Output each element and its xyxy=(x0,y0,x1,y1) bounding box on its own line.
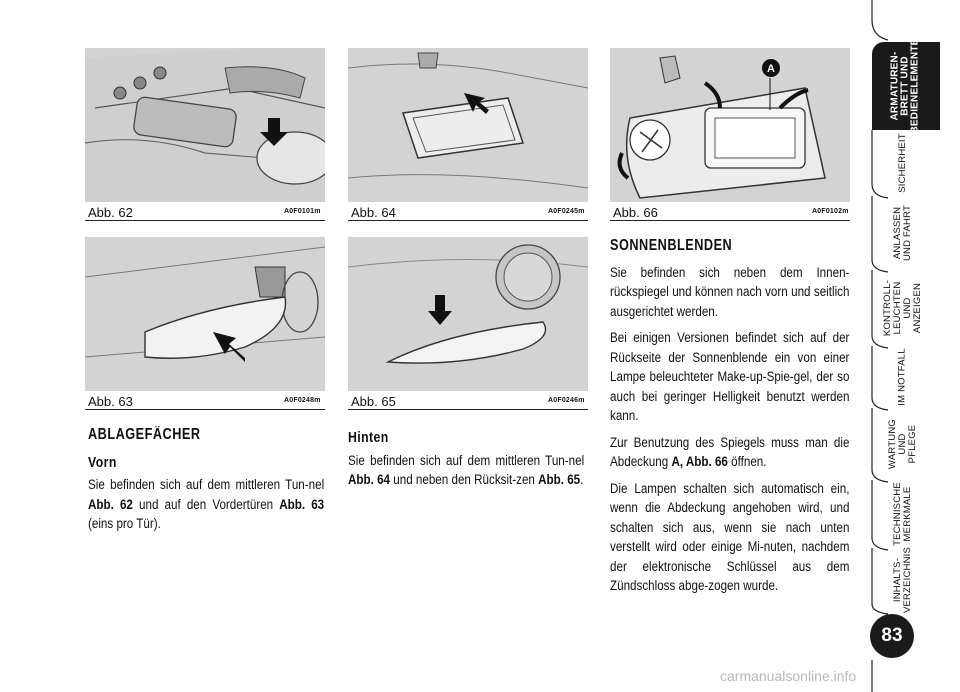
tab-label: KONTROLL- LEUCHTEN UND ANZEIGEN xyxy=(882,279,923,337)
figure-63-code: A0F0248m xyxy=(284,397,321,404)
tab-anlassen[interactable]: ANLASSEN UND FAHRT xyxy=(872,196,934,270)
text-run: (eins pro Tür). xyxy=(88,516,161,532)
paragraph-4: Die Lampen schalten sich automatisch ein… xyxy=(610,480,850,595)
figure-66-code: A0F0102m xyxy=(812,208,849,215)
section-heading-sonnenblenden: SONNENBLENDEN xyxy=(610,237,733,254)
subheading-hinten: Hinten xyxy=(348,429,389,446)
text-run: . xyxy=(580,472,584,488)
column-1-text: ABLAGEFÄCHER Vorn Sie befinden sich auf … xyxy=(88,425,324,542)
tab-inhaltsverzeichnis[interactable]: INHALTS- VERZEICHNIS xyxy=(872,546,934,614)
figure-63-image xyxy=(85,237,325,391)
tab-label: TECHNISCHE MERKMALE xyxy=(892,482,914,546)
figure-reference: Abb. 65 xyxy=(538,472,581,488)
tab-kontrollleuchten[interactable]: KONTROLL- LEUCHTEN UND ANZEIGEN xyxy=(872,270,934,346)
tab-label: ARMATUREN- BRETT UND BEDIENELEMENTE xyxy=(890,38,922,134)
figure-66-marker: A xyxy=(767,63,775,75)
text-run: öffnen. xyxy=(727,454,767,470)
figure-66-rule xyxy=(610,220,850,221)
text-run: und auf den Vordertüren xyxy=(132,496,280,513)
figure-65-rule xyxy=(348,409,588,410)
figure-63-label: Abb. 63 xyxy=(88,394,133,409)
tab-technische-merkmale[interactable]: TECHNISCHE MERKMALE xyxy=(872,480,934,548)
tab-label: SICHERHEIT xyxy=(896,133,908,193)
subheading-vorn: Vorn xyxy=(88,453,117,471)
figure-reference: Abb. 62 xyxy=(88,496,133,513)
tab-armaturenbrett[interactable]: ARMATUREN- BRETT UND BEDIENELEMENTE xyxy=(872,38,940,134)
figure-62-label: Abb. 62 xyxy=(88,205,133,220)
paragraph-1: Sie befinden sich neben dem Innen-rücksp… xyxy=(610,264,850,320)
page-number: 83 xyxy=(870,614,914,658)
figure-64-code: A0F0245m xyxy=(548,208,585,215)
figure-65-image xyxy=(348,237,588,391)
column-3-text: SONNENBLENDEN Sie befinden sich neben de… xyxy=(610,236,849,604)
column-2-text: Hinten Sie befinden sich auf dem mittler… xyxy=(348,428,584,498)
paragraph-vorn: Sie befinden sich auf dem mittleren Tun-… xyxy=(88,476,324,535)
figure-63-rule xyxy=(85,409,325,410)
text-run: Sie befinden sich auf dem mittleren Tun-… xyxy=(88,477,325,493)
figure-reference: A, Abb. 66 xyxy=(671,454,728,470)
figure-64-image xyxy=(348,48,588,202)
text-run: und neben den Rücksit-zen xyxy=(390,472,539,488)
figure-reference: Abb. 64 xyxy=(348,472,391,488)
tab-label: INHALTS- VERZEICHNIS xyxy=(892,546,914,614)
figure-65-label: Abb. 65 xyxy=(351,394,396,409)
figure-62-code: A0F0101m xyxy=(284,208,321,215)
text-run: Zur Benutzung des Spiegels muss man die … xyxy=(610,434,850,471)
figure-64-label: Abb. 64 xyxy=(351,205,396,220)
figure-reference: Abb. 63 xyxy=(279,496,325,513)
sidebar-tab-outline xyxy=(871,0,889,692)
figure-65-code: A0F0246m xyxy=(548,397,585,404)
figure-66-label: Abb. 66 xyxy=(613,205,658,220)
paragraph-hinten: Sie befinden sich auf dem mittleren Tun-… xyxy=(348,452,584,491)
figure-64-rule xyxy=(348,220,588,221)
paragraph-2: Bei einigen Versionen befindet sich auf … xyxy=(610,330,850,424)
figure-62-image xyxy=(85,48,325,202)
section-heading-ablagefaecher: ABLAGEFÄCHER xyxy=(88,426,201,443)
tab-wartung[interactable]: WARTUNG UND PFLEGE xyxy=(872,408,934,480)
tab-im-notfall[interactable]: IM NOTFALL xyxy=(872,346,934,408)
figure-62-rule xyxy=(85,220,325,221)
tab-label: WARTUNG UND PFLEGE xyxy=(887,419,918,469)
figure-66-image: A xyxy=(610,48,850,202)
tab-sicherheit[interactable]: SICHERHEIT xyxy=(872,130,934,196)
watermark: carmanualsonline.info xyxy=(720,668,857,684)
tab-label: ANLASSEN UND FAHRT xyxy=(892,205,913,261)
paragraph-3: Zur Benutzung des Spiegels muss man die … xyxy=(610,434,849,473)
tab-label: IM NOTFALL xyxy=(897,348,908,406)
text-run: Sie befinden sich auf dem mittleren Tun-… xyxy=(348,452,585,469)
